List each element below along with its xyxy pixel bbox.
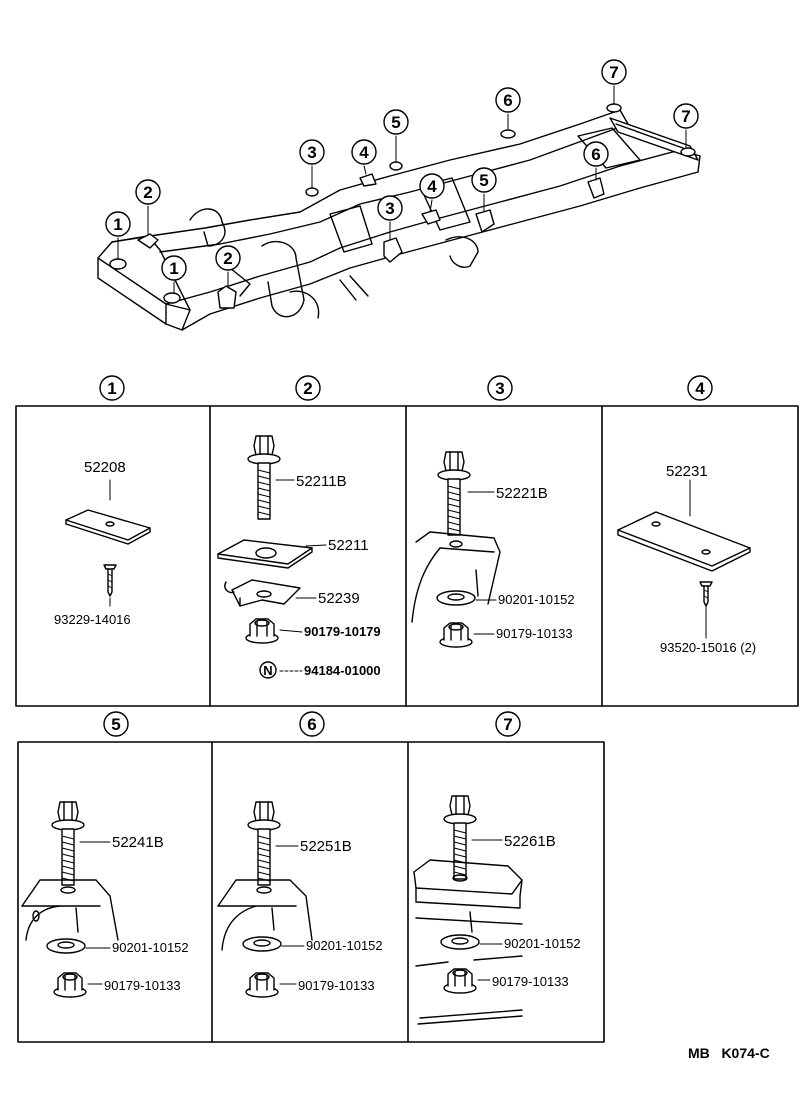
- panel-4: 52231 93520-15016 (2): [617, 463, 756, 655]
- frame-callout-5a-label: 5: [391, 113, 400, 132]
- part-93520-15016: 93520-15016 (2): [660, 640, 756, 655]
- frame-callout-6b-label: 6: [591, 145, 600, 164]
- panel-7-number: 7: [503, 715, 512, 734]
- part-94184-01000: 94184-01000: [304, 663, 381, 678]
- frame-callout-7a: 7: [601, 59, 627, 85]
- frame-callout-5b-label: 5: [479, 171, 488, 190]
- panel-5: 52241B 90201-10152 90179-10133: [21, 801, 189, 998]
- panel-4-number: 4: [695, 379, 705, 398]
- frame-callout-2b-label: 2: [223, 249, 232, 268]
- panel-grid: [15, 405, 799, 1043]
- panel-4-header: 4: [687, 375, 713, 401]
- part-93229-14016: 93229-14016: [54, 612, 131, 627]
- panel-1: 52208 93229-14016: [54, 459, 151, 627]
- part-52211: 52211: [328, 537, 369, 554]
- part-90201-10152-p6: 90201-10152: [306, 938, 383, 953]
- part-90179-10133-p5: 90179-10133: [104, 978, 181, 993]
- frame-callout-4a-label: 4: [359, 143, 369, 162]
- panel-7-header: 7: [495, 711, 521, 737]
- panel-headers: 1 2 3 4 5 6 7: [99, 375, 713, 737]
- frame-callout-5b: 5: [471, 167, 497, 193]
- panel-6-number: 6: [307, 715, 316, 734]
- frame-callout-4b: 4: [419, 173, 445, 199]
- frame-callout-4a: 4: [351, 139, 377, 165]
- new-part-symbol: N: [263, 663, 272, 678]
- frame-callout-6a-label: 6: [503, 91, 512, 110]
- frame-callout-5a: 5: [383, 109, 409, 135]
- part-52208: 52208: [84, 459, 126, 476]
- part-90201-10152-p7: 90201-10152: [504, 936, 581, 951]
- part-52241B: 52241B: [112, 834, 164, 851]
- frame-callout-2a-label: 2: [143, 183, 152, 202]
- part-52239: 52239: [318, 590, 360, 607]
- frame-callout-3b-label: 3: [385, 199, 394, 218]
- panel-5-header: 5: [103, 711, 129, 737]
- panel-1-header: 1: [99, 375, 125, 401]
- frame-callout-7b-label: 7: [681, 107, 690, 126]
- frame-callout-3b: 3: [377, 195, 403, 221]
- frame-callout-3a: 3: [299, 139, 325, 165]
- frame-callout-6b: 6: [583, 141, 609, 167]
- panel-3: 52221B 90201-10152 90179-10133: [411, 451, 575, 648]
- frame-callout-7a-label: 7: [609, 63, 618, 82]
- frame-callout-7b: 7: [673, 103, 699, 129]
- part-52231: 52231: [666, 463, 708, 480]
- frame-callout-6a: 6: [495, 87, 521, 113]
- panel-2-number: 2: [303, 379, 312, 398]
- part-90179-10133-p6: 90179-10133: [298, 978, 375, 993]
- panel-6-header: 6: [299, 711, 325, 737]
- frame-callout-2b: 2: [215, 245, 241, 271]
- panel-5-number: 5: [111, 715, 120, 734]
- panel-3-number: 3: [495, 379, 504, 398]
- part-90201-10152-p3: 90201-10152: [498, 592, 575, 607]
- frame-callout-1b: 1: [161, 255, 187, 281]
- figure-reference: MB K074-C: [688, 1045, 770, 1061]
- panel-6: 52251B 90201-10152 90179-10133: [217, 801, 383, 998]
- panel-1-number: 1: [107, 379, 116, 398]
- part-52221B: 52221B: [496, 485, 548, 502]
- part-52251B: 52251B: [300, 838, 352, 855]
- part-90179-10133-p3: 90179-10133: [496, 626, 573, 641]
- part-90179-10179: 90179-10179: [304, 624, 381, 639]
- panel-2-header: 2: [295, 375, 321, 401]
- frame-callouts: 1 2 1 2 3 4 3 5 4 5 6 6 7 7: [105, 59, 699, 281]
- part-90179-10133-p7: 90179-10133: [492, 974, 569, 989]
- frame-callout-3a-label: 3: [307, 143, 316, 162]
- frame-callout-4b-label: 4: [427, 177, 437, 196]
- panel-3-header: 3: [487, 375, 513, 401]
- frame-callout-2a: 2: [135, 179, 161, 205]
- part-52211B: 52211B: [296, 473, 347, 490]
- frame-callout-1b-label: 1: [169, 259, 178, 278]
- frame-illustration: 1 2 1 2 3 4 3 5 4 5 6 6 7 7: [97, 59, 701, 331]
- part-52261B: 52261B: [504, 833, 556, 850]
- part-90201-10152-p5: 90201-10152: [112, 940, 189, 955]
- frame-callout-1a: 1: [105, 211, 131, 237]
- panel-7: 52261B 90201-10152 90179-10133: [413, 795, 581, 1025]
- frame-callout-1a-label: 1: [113, 215, 122, 234]
- panel-2: 52211B 52211 52239 90179-10179 N 94184-0…: [217, 435, 381, 679]
